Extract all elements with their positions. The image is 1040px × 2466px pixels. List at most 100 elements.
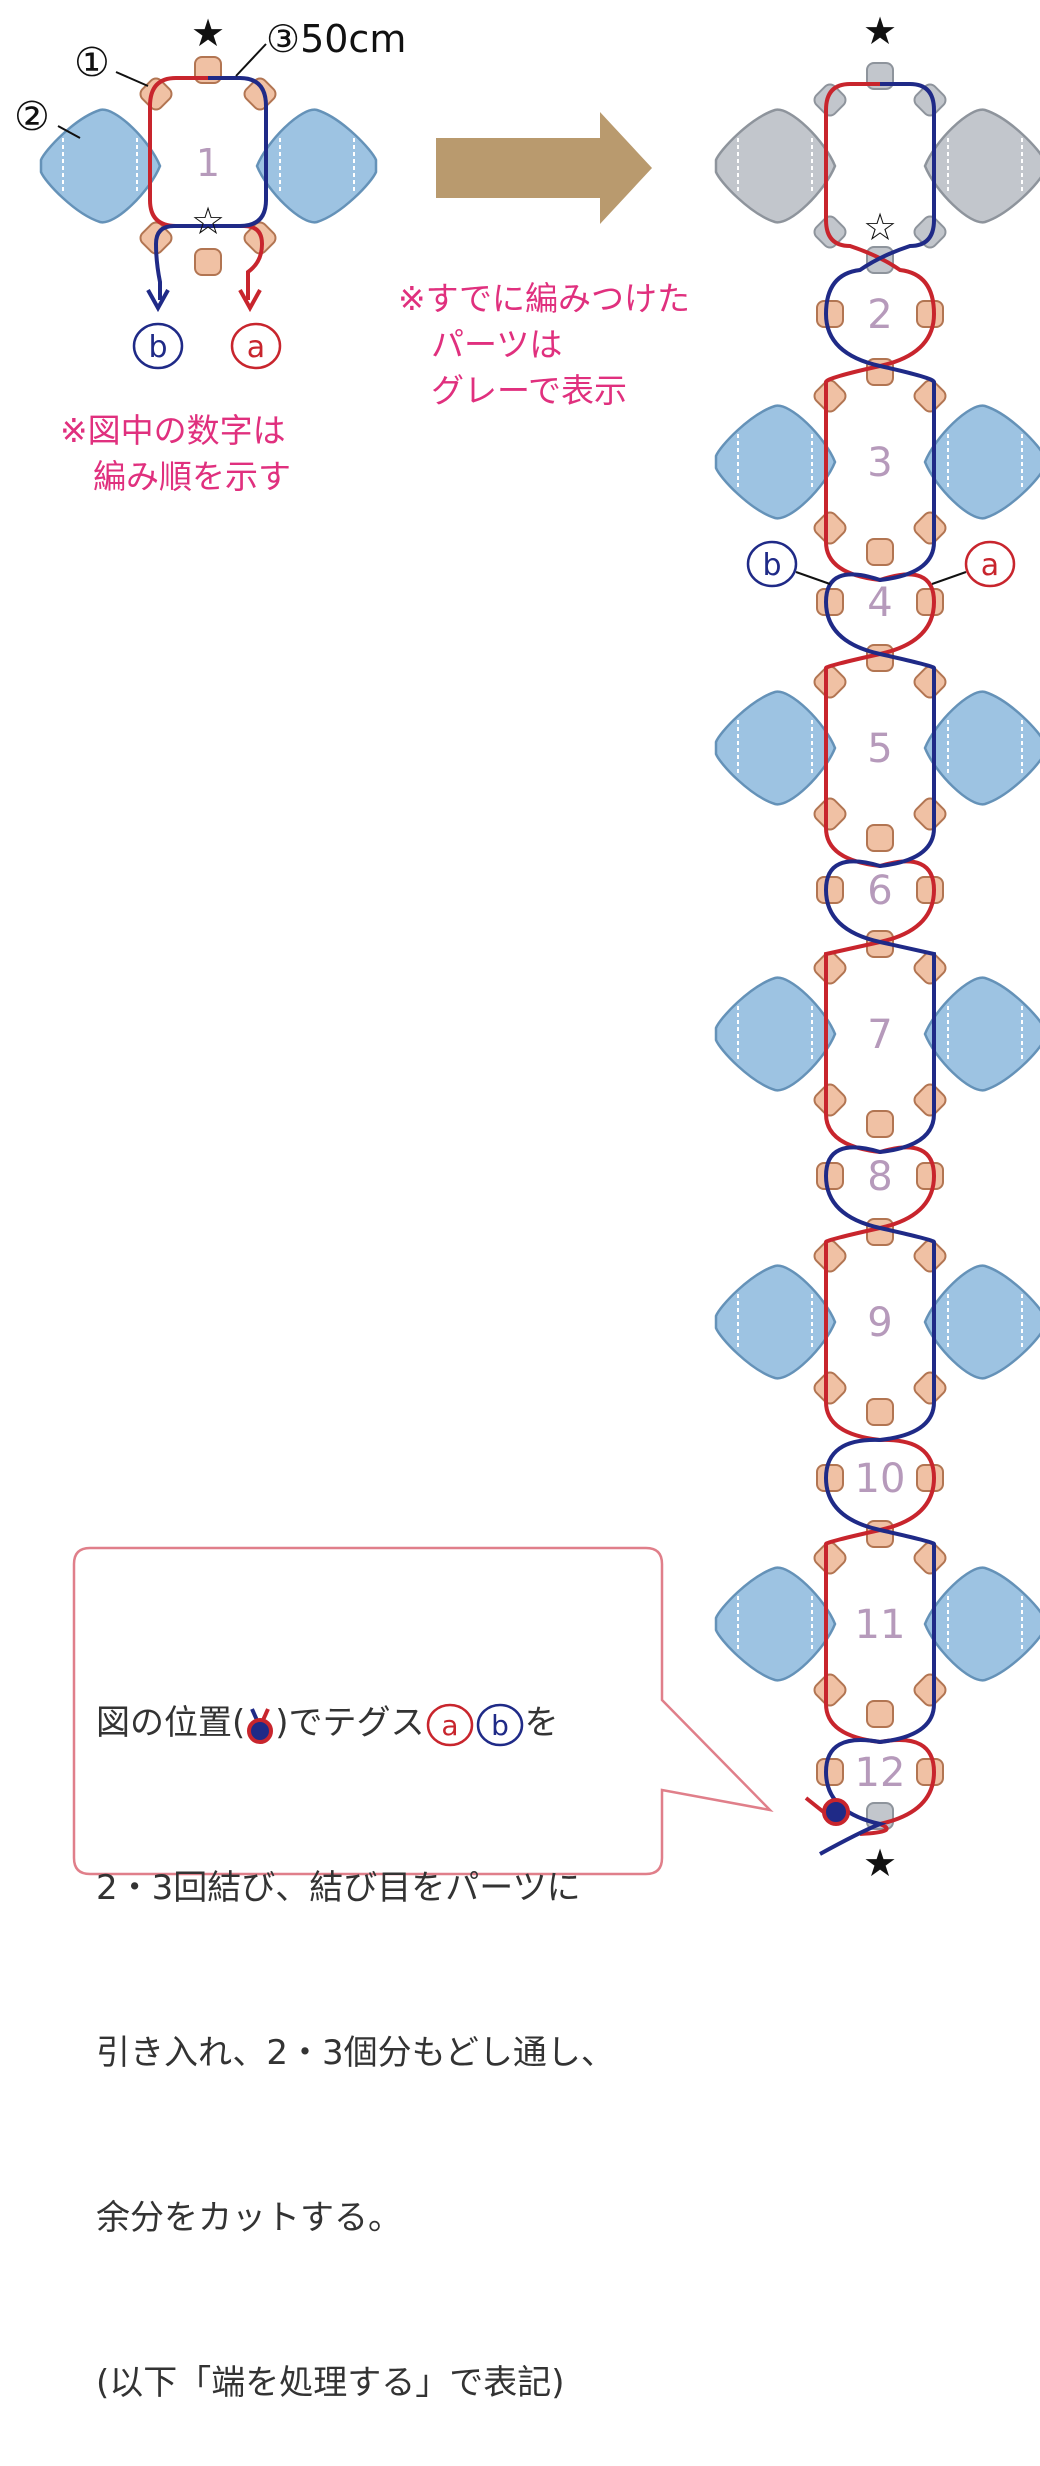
bead <box>916 876 944 904</box>
left-figure: 1 ★ ☆ b a ①② ③50cm <box>14 11 406 370</box>
bead <box>813 83 847 117</box>
end-b-circle <box>132 322 184 370</box>
bead <box>913 1083 947 1117</box>
callout-box <box>72 1546 774 1876</box>
star-inner-icon: ☆ <box>863 205 897 249</box>
unit-number-11: 11 <box>855 1602 906 1648</box>
bead <box>813 951 847 985</box>
end-b-label: b <box>148 330 167 365</box>
knot-icon <box>822 1798 850 1826</box>
leader-line <box>795 571 831 585</box>
gray-parts-note: ※すでに編みつけた パーツは グレーで表示 <box>398 279 690 410</box>
bead <box>913 1371 947 1405</box>
bead <box>866 824 894 852</box>
drop-bead <box>923 690 1040 806</box>
svg-text:b: b <box>491 1709 509 1742</box>
bead <box>913 665 947 699</box>
end-a-label: a <box>247 330 265 365</box>
bead <box>913 951 947 985</box>
bead <box>816 300 844 328</box>
drop-bead <box>714 1264 837 1380</box>
bead <box>816 876 844 904</box>
drop-bead <box>923 976 1040 1092</box>
bead <box>866 1110 894 1138</box>
leader-line <box>57 125 81 139</box>
drop-bead <box>923 1566 1040 1682</box>
bead <box>813 215 847 249</box>
drop-bead <box>714 690 837 806</box>
unit-number-3: 3 <box>867 440 892 486</box>
arrow-b-icon <box>146 289 170 313</box>
bead <box>813 1541 847 1575</box>
drop-bead <box>714 976 837 1092</box>
star-top-icon: ★ <box>863 9 897 53</box>
callout-line-2: 2・3回結び、結び目をパーツに <box>96 1868 581 1908</box>
big-arrow-icon <box>436 112 652 224</box>
knot-icon <box>247 1707 274 1744</box>
bead <box>913 1239 947 1273</box>
leader-line <box>931 571 967 585</box>
callout-line-3: 引き入れ、2・3個分もどし通し、 <box>96 2033 615 2073</box>
bead <box>913 797 947 831</box>
bead <box>813 665 847 699</box>
star-top-icon: ★ <box>191 11 225 55</box>
bead <box>813 511 847 545</box>
bead <box>813 1239 847 1273</box>
blue-wire <box>153 76 268 300</box>
label-bead: ① <box>74 40 110 86</box>
unit-number-10: 10 <box>855 1456 906 1502</box>
red-wire <box>824 82 937 1836</box>
bead <box>913 511 947 545</box>
bead <box>813 1371 847 1405</box>
unit-number-2: 2 <box>867 292 892 338</box>
bead <box>916 1464 944 1492</box>
label-b-text: b <box>762 548 781 583</box>
bead <box>194 248 222 276</box>
drop-bead <box>714 1566 837 1682</box>
callout-line-4: 余分をカットする。 <box>96 2198 402 2238</box>
arrow-a-icon <box>238 289 262 313</box>
unit-number-7: 7 <box>867 1012 892 1058</box>
label-b-circle <box>746 540 798 588</box>
bead <box>816 1162 844 1190</box>
wire-b-icon: b <box>476 1703 523 1746</box>
unit-number-4: 4 <box>867 580 892 626</box>
label-a-text: a <box>981 548 999 583</box>
unit-number-9: 9 <box>867 1300 892 1346</box>
label-drop: ② <box>14 94 50 140</box>
bead <box>913 1673 947 1707</box>
drop-bead <box>714 404 837 520</box>
leader-line <box>235 43 267 77</box>
drop-bead <box>714 108 837 224</box>
bead <box>139 77 173 111</box>
bead <box>243 77 277 111</box>
star-bottom-icon: ★ <box>863 1841 897 1882</box>
bead <box>913 379 947 413</box>
drop-bead <box>923 404 1040 520</box>
bead <box>913 215 947 249</box>
bead <box>816 1758 844 1786</box>
bead <box>813 1083 847 1117</box>
drop-bead <box>923 1264 1040 1380</box>
unit-number-1: 1 <box>196 141 220 185</box>
drop-bead <box>923 108 1040 224</box>
bead <box>866 538 894 566</box>
bead <box>913 83 947 117</box>
bead <box>816 1464 844 1492</box>
bead <box>916 588 944 616</box>
unit-number-6: 6 <box>867 868 892 914</box>
label-wire: ③50cm <box>266 17 406 61</box>
bead <box>913 1541 947 1575</box>
leader-line <box>115 71 149 87</box>
drop-bead <box>255 108 378 224</box>
bead <box>813 797 847 831</box>
unit-number-8: 8 <box>867 1154 892 1200</box>
bead <box>866 1398 894 1426</box>
star-inner-icon: ☆ <box>191 199 225 243</box>
bead <box>866 1700 894 1728</box>
bead <box>813 1673 847 1707</box>
